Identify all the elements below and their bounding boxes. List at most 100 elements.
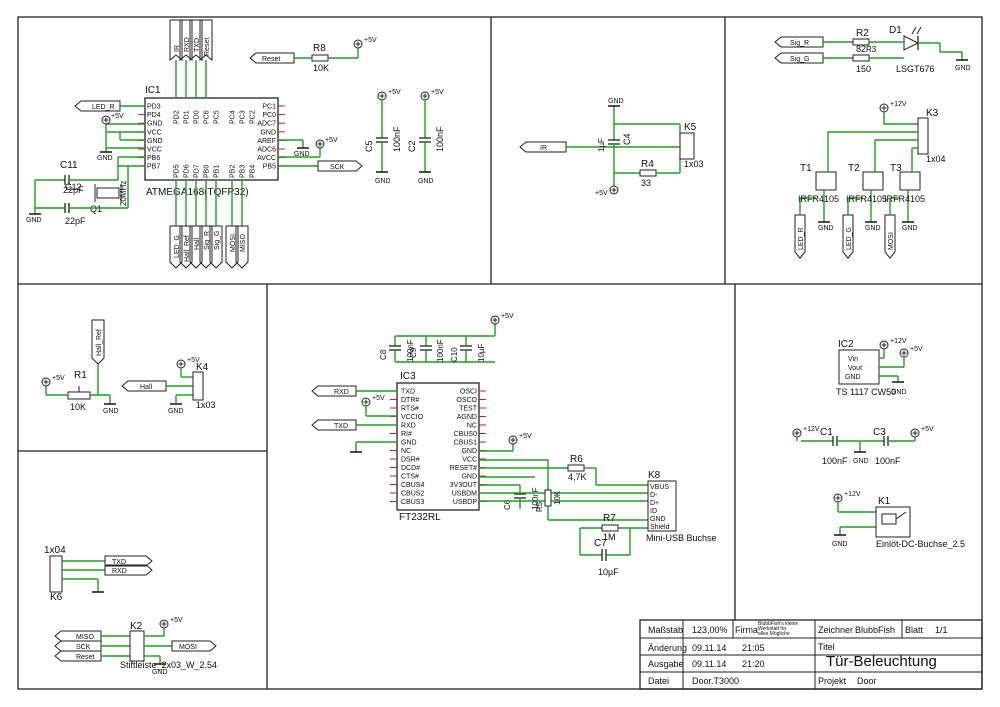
ir-vcc-label: +5V (595, 190, 608, 197)
mcu-top-pin-label: PD1 (184, 110, 191, 124)
flag-t1-led-r: LED_R (798, 227, 805, 250)
k8-pin-label: ID (650, 508, 657, 515)
flag-hall-k4: Hall (140, 384, 153, 391)
ft-left-pin-label: DSR# (401, 457, 420, 464)
flag-sig-r-led: Sig_R (790, 40, 809, 47)
mcu-ref: IC1 (145, 85, 161, 96)
ft-right-pin-label: USBDP (453, 499, 477, 506)
c2-gnd-label: GND (418, 178, 434, 185)
mcu-right-pin-label: PC0 (262, 112, 276, 119)
d1-gnd-label: GND (955, 65, 971, 72)
c5-vcc-label: +5V (388, 89, 401, 96)
k1-value: Einlöt-DC-Buchse_2.5 (876, 539, 965, 549)
ft-vccio-label: +5V (372, 395, 385, 402)
t1-gnd-label: GND (818, 225, 834, 232)
mcu-top-pin-label: PC4 (230, 110, 237, 124)
t2-mosfet: GND T2 IRFR4105 LED_G (842, 163, 887, 259)
ic2-vout: Vout (848, 365, 862, 372)
d1-value: LSGT676 (896, 64, 935, 74)
k1-vcc-label: +12V (844, 491, 861, 498)
tb-aenderung-time: 21:05 (742, 643, 765, 653)
k2-value: Stiftleiste_2x03_W_2.54 (120, 660, 217, 670)
c4-ref: C4 (622, 133, 632, 145)
c8-ref: C8 (379, 349, 388, 360)
t1-mosfet: GND T1 IRFR4105 LED_R (794, 163, 839, 259)
mcu-left-pin-label: PB6 (147, 155, 160, 162)
mcu-top-net-flags: IR RXD TXD Reset (169, 19, 213, 98)
k6-flag-rxd: RXD (112, 568, 127, 575)
ft-right-pin-label: VCC (462, 457, 477, 464)
k2-flag-mosi: MOSI (179, 644, 197, 651)
tb-blatt-label: Blatt (905, 625, 924, 635)
mcu-right-pin-label: AREF (257, 138, 276, 145)
r5-ref: R5 (535, 501, 544, 512)
ft-right-pin-label: OSCI (460, 389, 477, 396)
r2-value: 82 (856, 44, 866, 54)
r7-value: 1M (603, 532, 616, 542)
r1-ref: R1 (74, 370, 87, 381)
tb-ausgabe-time: 21:20 (742, 659, 765, 669)
c9-ref: C9 (409, 347, 418, 358)
ft-right-pin-label: CBUS0 (454, 431, 477, 438)
k2-gnd-label: GND (152, 669, 168, 676)
k4-vcc-label: +5V (187, 357, 200, 364)
ic2-vin-rail: +12V (890, 338, 907, 345)
ft-left-pin-label: RI# (401, 431, 412, 438)
t3-value: IRFR4105 (884, 194, 925, 204)
mcu-left-pin-label: PD3 (147, 104, 161, 111)
k3-ref: K3 (926, 108, 939, 119)
tb-projekt-value: Door (857, 676, 877, 686)
mcu-left-pin-label: GND (147, 138, 163, 145)
ic2-ref: IC2 (838, 339, 854, 350)
c10-value: 10µF (477, 343, 486, 362)
mcu-right-nets: GND +5V SCK (278, 137, 363, 172)
c5-gnd-label: GND (375, 178, 391, 185)
ft232rl-ic3: IC3 FT232RL TXDDTR#RTS#VCCIORXDRI#GNDNCD… (390, 371, 486, 523)
r3-value: 150 (856, 64, 871, 74)
mcu-bottom-pin-label: PB0 (204, 165, 211, 178)
tb-aenderung-label: Änderung (648, 643, 687, 653)
mcu-right-pin-label: AVCC (257, 155, 276, 162)
ft-left-pin-label: RXD (401, 423, 416, 430)
ft-right-pin-label: GND (461, 448, 477, 455)
mcu-right-pin-label: ADC6 (257, 147, 276, 154)
ft-left-pin-label: CBUS2 (401, 491, 424, 498)
ft-right-pin-label: USBDM (452, 491, 477, 498)
c3-vcc-label: +5V (921, 426, 934, 433)
k5-value: 1x03 (684, 159, 704, 169)
tb-firma-label: Firma (735, 625, 758, 635)
r6-value: 4,7K (568, 472, 587, 482)
c1-ref: C1 (820, 427, 833, 438)
ft-left-pin-label: NC (401, 448, 411, 455)
k5-ref: K5 (684, 122, 697, 133)
mcu-right-vcc-label: +5V (325, 137, 338, 144)
r6-ref: R6 (570, 454, 583, 465)
c7-value: 10µF (598, 567, 619, 577)
k2-flag-reset: Reset (76, 654, 94, 661)
ft232-nets: RXD TXD +5V +5V C8 100nF 100nF C9 C10 (311, 313, 717, 577)
ir-gnd-label: GND (608, 98, 624, 105)
c12-ref: C12 (65, 182, 82, 192)
ft-left-pin-label: CTS# (401, 474, 419, 481)
ft-left-pin-label: CBUS3 (401, 499, 424, 506)
r8-vcc-label: +5V (364, 37, 377, 44)
mcu-bottom-pin-label: PB4 (250, 165, 257, 178)
flag-txd: TXD (194, 38, 201, 52)
k8-pin-label: GND (650, 516, 666, 523)
flag-t3-mosi: MOSI (888, 232, 895, 250)
tb-datei-value: Door.T3000 (692, 676, 739, 686)
c6-value: 100nF (531, 487, 540, 510)
ft-left-pin-label: DTR# (401, 397, 419, 404)
k2-isp-section: MISO SCK Reset K2 Stiftleiste_2x03_W_2.5… (54, 617, 217, 676)
flag-sig-g: Sig_G (214, 231, 221, 250)
tb-aenderung-date: 09.11.14 (692, 643, 726, 653)
title-block: Maßstab 123,00% Firma BlubbFish's kleine… (639, 619, 983, 690)
ft-right-pin-label: 3V3OUT (450, 482, 478, 489)
k8-pin-label: Shield (650, 524, 670, 531)
mcu-bottom-pin-label: PD6 (184, 164, 191, 178)
mcu-left-pin-label: GND (147, 121, 163, 128)
mcu-bottom-pin-label: PD5 (174, 164, 181, 178)
r8-value: 10K (313, 63, 329, 73)
